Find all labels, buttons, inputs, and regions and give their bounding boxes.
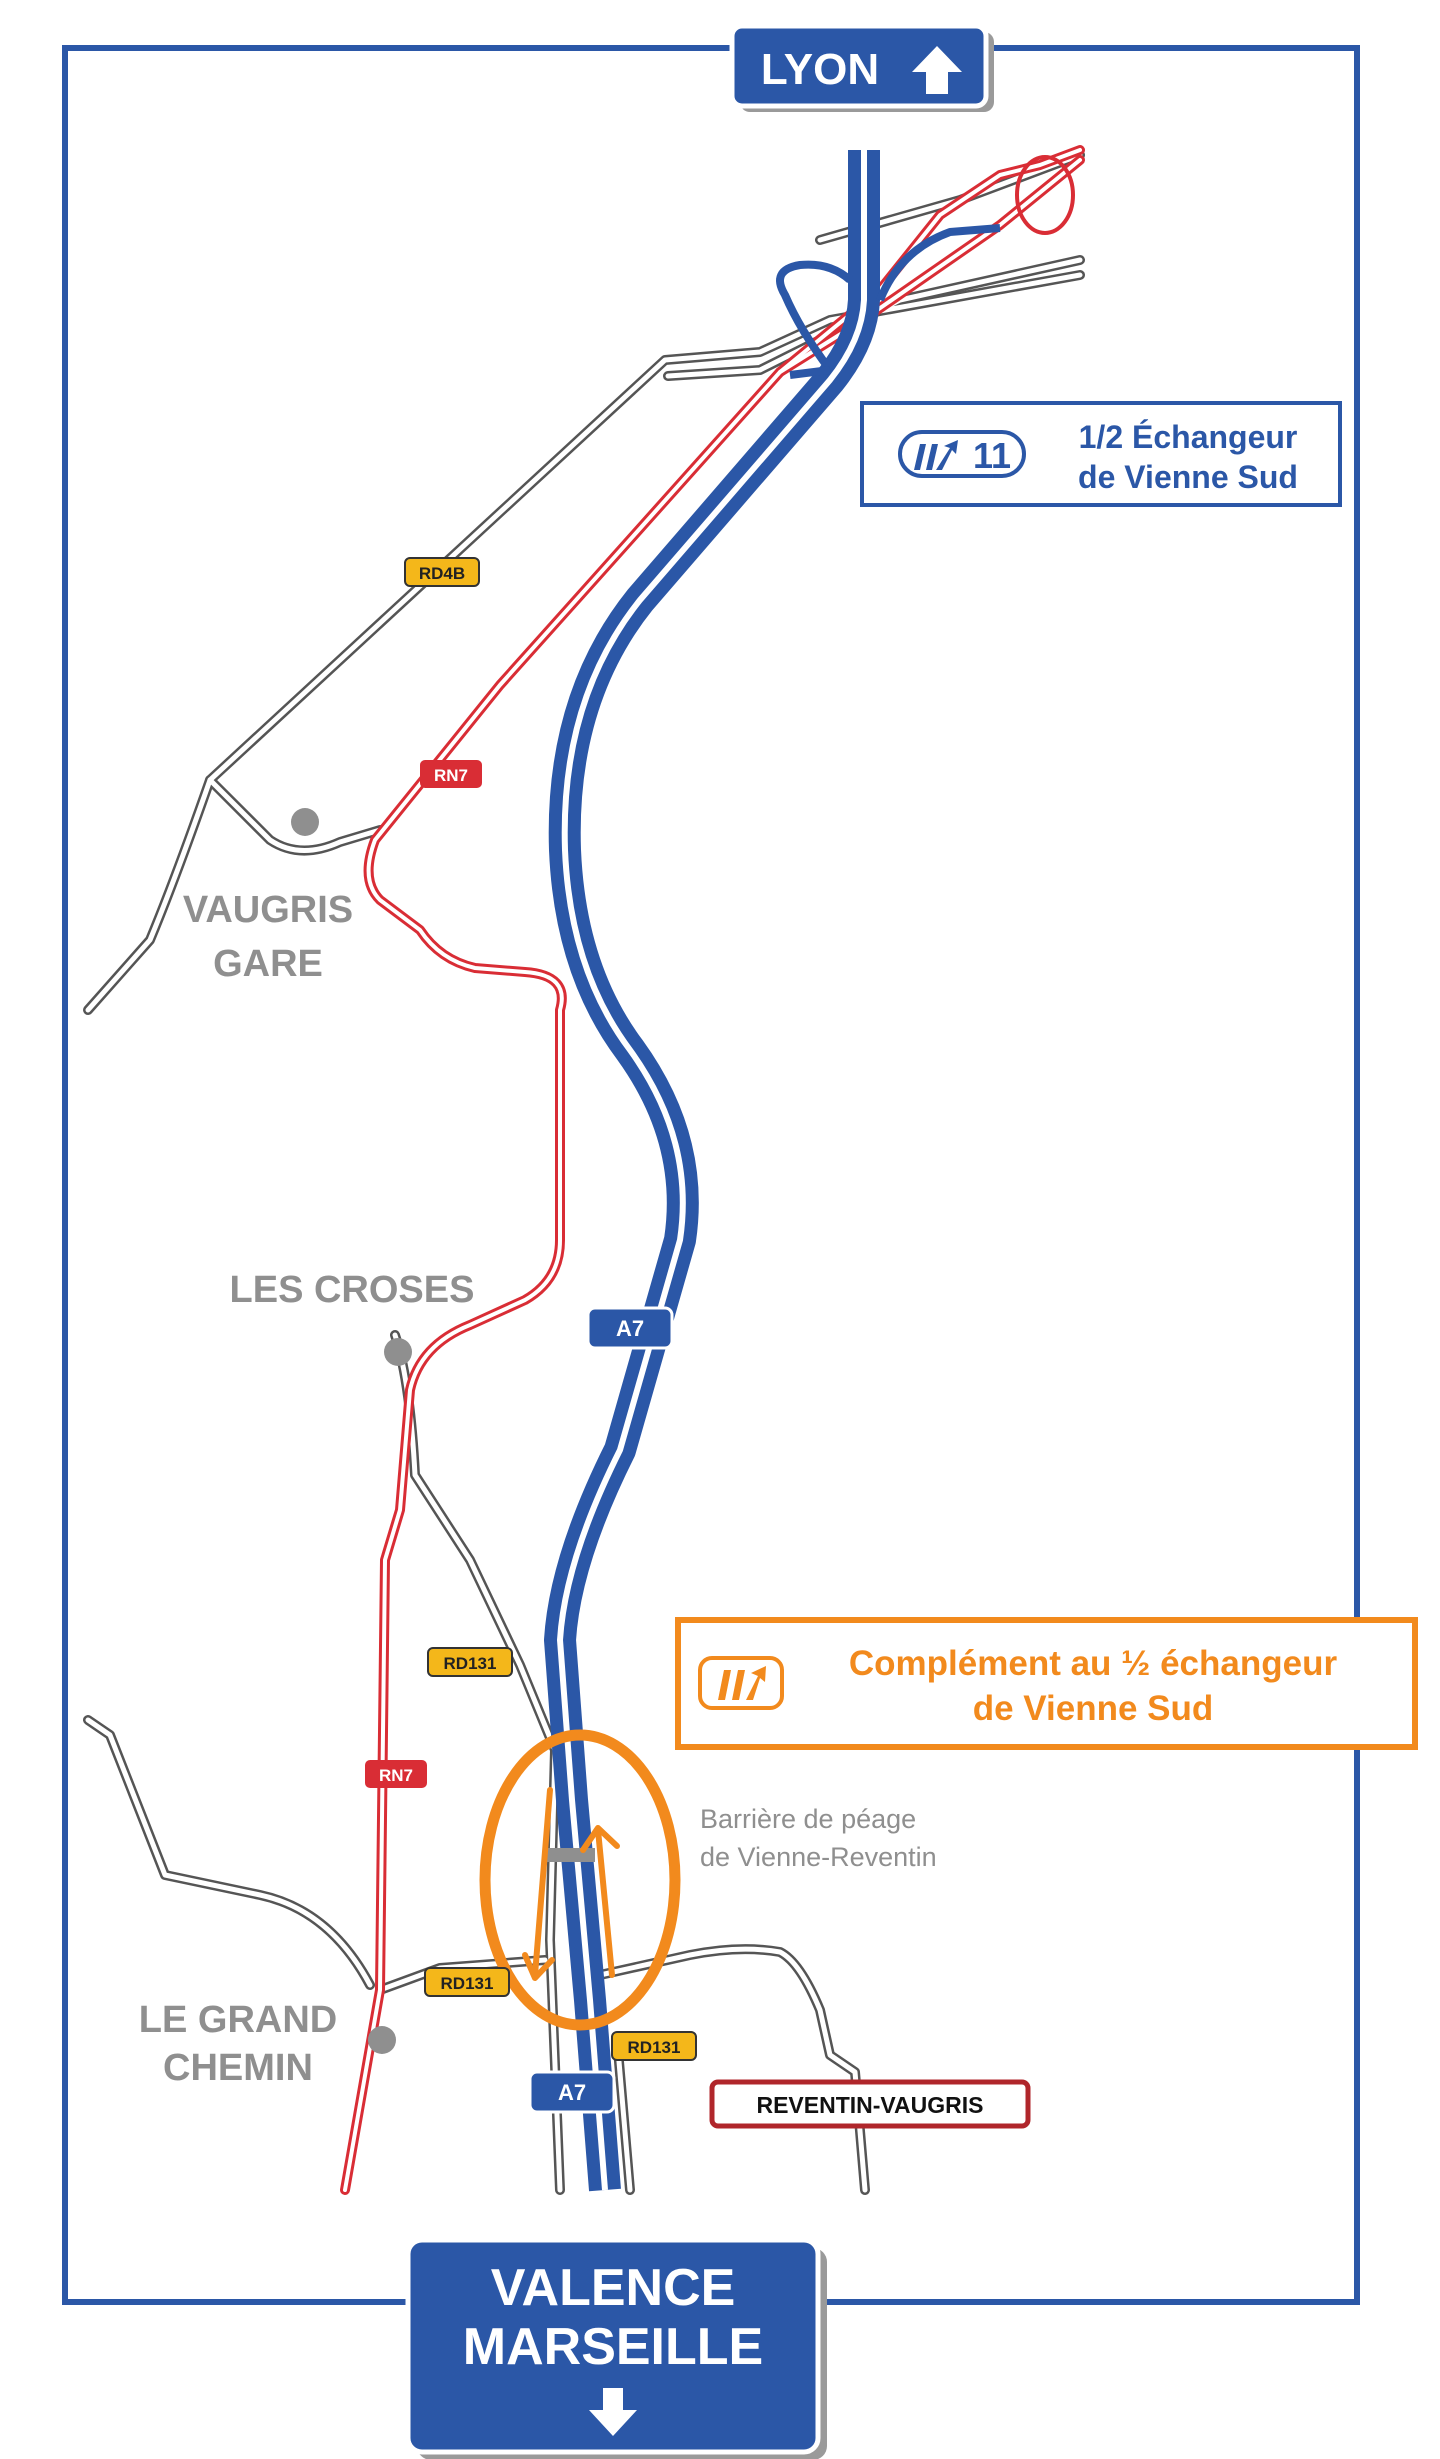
badge-rd131-west: RD131: [424, 1967, 510, 1997]
project-highlight: [479, 1729, 681, 2031]
town-dot-les-croses: [384, 1338, 412, 1366]
place-le-grand-chemin-line2: CHEMIN: [163, 2047, 313, 2089]
toll-label-line2: de Vienne-Reventin: [700, 1842, 937, 1872]
project-exit-ramp-icon: [718, 1666, 766, 1700]
badge-rn7-north-label: RN7: [434, 766, 468, 785]
rn7-road: [340, 145, 1085, 2195]
badge-rd131-west-label: RD131: [441, 1974, 494, 1993]
badge-rn7-south-label: RN7: [379, 1766, 413, 1785]
sign-valence-label: VALENCE: [491, 2259, 736, 2317]
commune-sign-reventin-label: REVENTIN-VAUGRIS: [756, 2092, 983, 2118]
badge-rd4b-label: RD4B: [419, 564, 465, 583]
interchange-existing-box: 11 1/2 Échangeur de Vienne Sud: [860, 401, 1342, 507]
place-les-croses: LES CROSES: [230, 1269, 475, 1311]
interchange-project-line2: de Vienne Sud: [973, 1689, 1214, 1728]
badge-a7-mid: A7: [586, 1306, 674, 1350]
badge-rd131-north-label: RD131: [444, 1654, 497, 1673]
toll-label-line1: Barrière de péage: [700, 1804, 916, 1834]
sign-lyon-label: LYON: [761, 45, 879, 94]
arrow-down-icon: [589, 2388, 637, 2436]
badge-rd4b: RD4B: [404, 557, 480, 587]
interchange-project-line1: Complément au ½ échangeur: [849, 1644, 1338, 1683]
badge-a7-south: A7: [528, 2070, 616, 2114]
sign-lyon: LYON: [729, 23, 994, 112]
place-le-grand-chemin-line1: LE GRAND: [139, 1999, 337, 2041]
map-frame: [62, 45, 1360, 2305]
badge-a7-mid-label: A7: [616, 1316, 644, 1341]
badge-a7-south-label: A7: [558, 2080, 586, 2105]
town-dot-vaugris: [291, 808, 319, 836]
badge-rd131-east: RD131: [611, 2031, 697, 2061]
badge-rd131-east-label: RD131: [628, 2038, 681, 2057]
town-dots: [291, 808, 412, 2054]
place-vaugris-gare-line1: VAUGRIS: [183, 889, 353, 931]
badge-rd131-north: RD131: [427, 1647, 513, 1677]
interchange-existing-line2: de Vienne Sud: [1078, 459, 1298, 495]
sign-marseille-label: MARSEILLE: [463, 2318, 763, 2376]
interchange-existing-line1: 1/2 Échangeur: [1079, 419, 1298, 455]
commune-sign-reventin: REVENTIN-VAUGRIS: [709, 2079, 1031, 2129]
a7-motorway: [544, 150, 1001, 2192]
exit-number: 11: [973, 435, 1011, 476]
toll-barrier: [545, 1848, 595, 1862]
interchange-project-box: Complément au ½ échangeur de Vienne Sud: [675, 1617, 1418, 1750]
arrow-up-icon: [912, 46, 962, 94]
town-dot-le-grand-chemin: [368, 2026, 396, 2054]
place-vaugris-gare-line2: GARE: [213, 943, 323, 985]
badge-rn7-south: RN7: [365, 1760, 427, 1788]
badge-rn7-north: RN7: [420, 760, 482, 788]
sign-valence-marseille: VALENCE MARSEILLE: [405, 2237, 827, 2459]
exit-ramp-icon: [914, 440, 958, 470]
